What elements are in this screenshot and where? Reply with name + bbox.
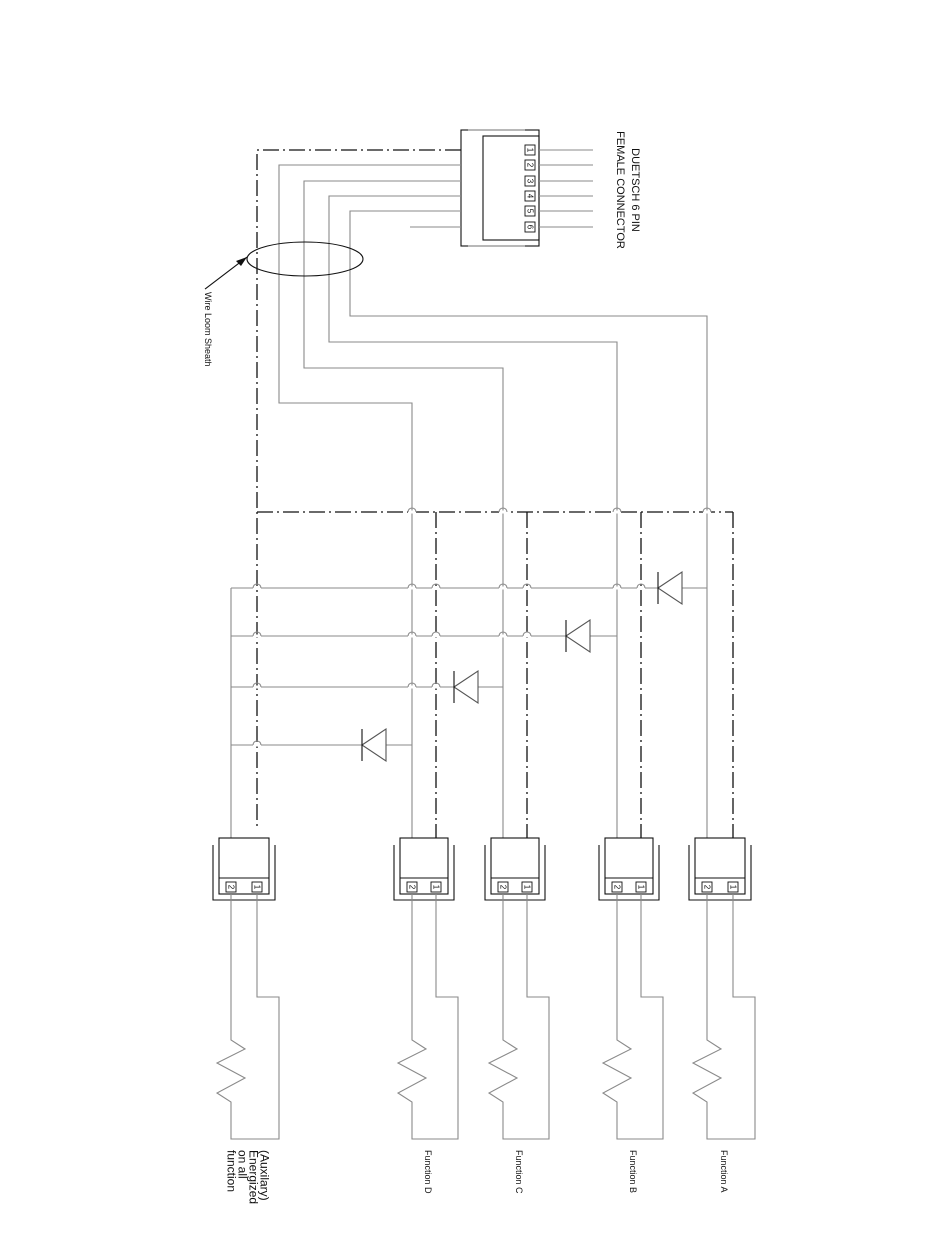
- load-coil: [398, 894, 458, 1139]
- load-connector: 12: [599, 838, 659, 900]
- load-pin-number: 1: [432, 885, 441, 890]
- connector-pin: 3: [525, 176, 535, 186]
- load-connector: 12: [689, 838, 751, 900]
- load-pin-number: 1: [253, 885, 262, 890]
- load-coil: [217, 894, 279, 1139]
- load-pin-number: 1: [637, 885, 646, 890]
- load-label: Function B: [628, 1150, 638, 1193]
- connector-label-line1: DUETSCH 6 PIN: [629, 148, 641, 232]
- load-connector: 12: [213, 838, 275, 900]
- wire-function-d: [279, 165, 461, 838]
- load-label: Function A: [719, 1150, 729, 1193]
- load-label: Function D: [423, 1150, 433, 1194]
- load-coil: [489, 894, 549, 1139]
- load-pin-number: 2: [499, 885, 508, 890]
- connector-pin-number: 5: [526, 209, 535, 214]
- diode-function-c: [454, 671, 478, 703]
- sheath-label: Wire Loom Sheath: [203, 292, 213, 367]
- load-connector: 12: [485, 838, 545, 900]
- sheath-ellipse: [247, 242, 363, 276]
- harness-wires: [231, 150, 733, 838]
- connector-pins: 1 2 3 4 5 6: [525, 145, 535, 232]
- load-coil: [603, 894, 663, 1139]
- diode-function-d: [362, 729, 386, 761]
- load-pin-number: 1: [523, 885, 532, 890]
- load-pin-number: 1: [729, 885, 738, 890]
- load-connector: 12: [394, 838, 454, 900]
- connector-pin-number: 1: [526, 148, 535, 153]
- deutsch-connector: 1 2 3 4 5 6: [461, 130, 593, 246]
- load-coil: [693, 894, 755, 1139]
- connector-pin-number: 6: [526, 225, 535, 230]
- wire-loom-sheath: [205, 242, 363, 289]
- connector-pin: 5: [525, 206, 535, 216]
- diode-function-a: [658, 572, 682, 604]
- load-label: function: [225, 1150, 239, 1192]
- wire-function-c: [304, 181, 503, 838]
- load-label: Function C: [514, 1150, 524, 1194]
- load-pin-number: 2: [703, 885, 712, 890]
- connector-pin-number: 3: [526, 179, 535, 184]
- connector-pin: 6: [525, 222, 535, 232]
- connector-pin: 2: [525, 160, 535, 170]
- load-pin-number: 2: [227, 885, 236, 890]
- connector-pin-number: 2: [526, 163, 535, 168]
- connector-pin: 4: [525, 191, 535, 201]
- wire-crossovers: [253, 508, 711, 747]
- connector-pin: 1: [525, 145, 535, 155]
- wire-function-a: [350, 211, 707, 838]
- load-pin-number: 2: [613, 885, 622, 890]
- connector-pin-number: 4: [526, 194, 535, 199]
- connector-label: DUETSCH 6 PIN FEMALE CONNECTOR: [614, 131, 641, 249]
- connector-label-line2: FEMALE CONNECTOR: [614, 131, 626, 249]
- diode-function-b: [566, 620, 590, 652]
- load-pin-number: 2: [408, 885, 417, 890]
